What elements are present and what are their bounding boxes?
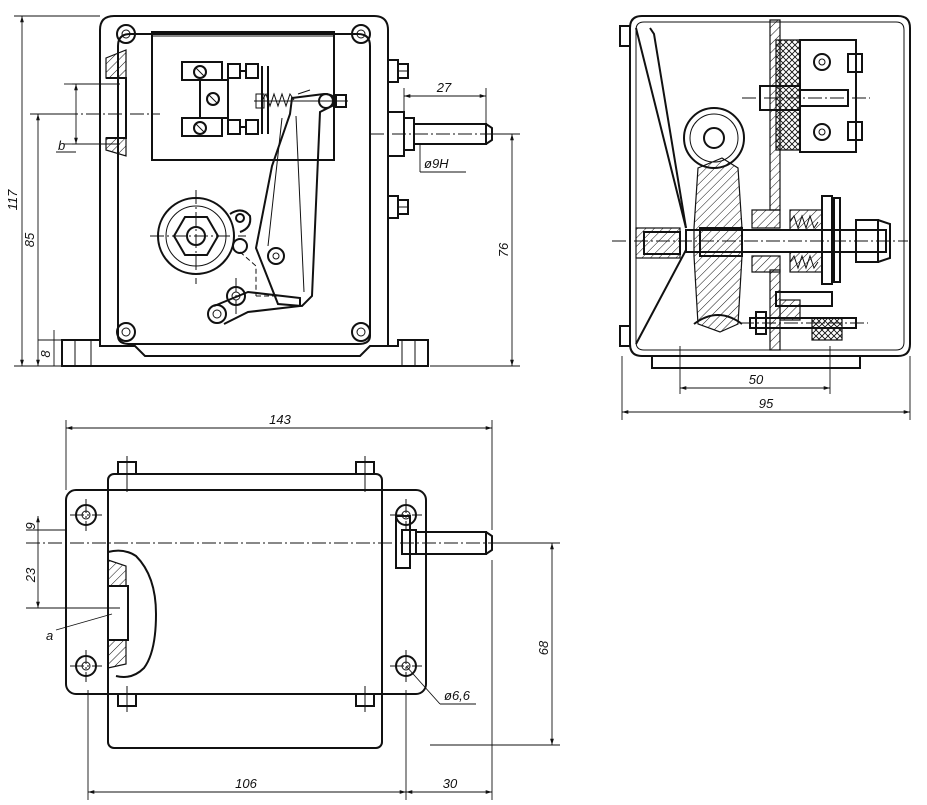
side-window — [64, 49, 160, 157]
dim-23: 23 — [23, 567, 38, 583]
side-section-view — [612, 15, 911, 420]
lower-mechanism — [740, 291, 868, 341]
dim-85: 85 — [22, 232, 37, 247]
dim-9: 9 — [23, 522, 38, 529]
front-view — [14, 15, 520, 367]
dim-a: a — [46, 628, 53, 643]
dim-50: 50 — [749, 372, 764, 387]
dim-76: 76 — [496, 242, 511, 257]
corner-bolts — [116, 24, 371, 342]
side-dimensions — [621, 346, 911, 420]
cam-wheel — [150, 190, 285, 284]
clutch-assembly — [789, 195, 841, 285]
dim-27: 27 — [436, 80, 452, 95]
dim-8: 8 — [38, 350, 53, 358]
worm-wheel — [693, 157, 743, 333]
front-dimensions — [14, 15, 520, 367]
dimension-labels: 117 85 8 b 27 ø9H 76 50 95 143 9 23 a 68… — [5, 80, 774, 791]
top-shaft — [26, 515, 560, 569]
terminal-block — [742, 39, 870, 153]
dim-68: 68 — [536, 640, 551, 655]
shaft-housing — [370, 59, 500, 219]
dim-106: 106 — [235, 776, 257, 791]
dim-shaft-diameter: ø9H — [424, 156, 449, 171]
lever-arm — [254, 89, 348, 308]
dim-b: b — [58, 138, 65, 153]
dim-95: 95 — [759, 396, 774, 411]
window-cutaway — [107, 549, 158, 678]
top-view — [26, 420, 560, 800]
top-dimensions — [26, 420, 560, 800]
dim-30: 30 — [443, 776, 458, 791]
dim-hole-diameter: ø6,6 — [444, 688, 471, 703]
dim-143: 143 — [269, 412, 291, 427]
micro-switch — [181, 61, 295, 137]
cam-disc — [683, 107, 745, 169]
dim-117: 117 — [5, 189, 20, 210]
linkage — [207, 251, 301, 325]
